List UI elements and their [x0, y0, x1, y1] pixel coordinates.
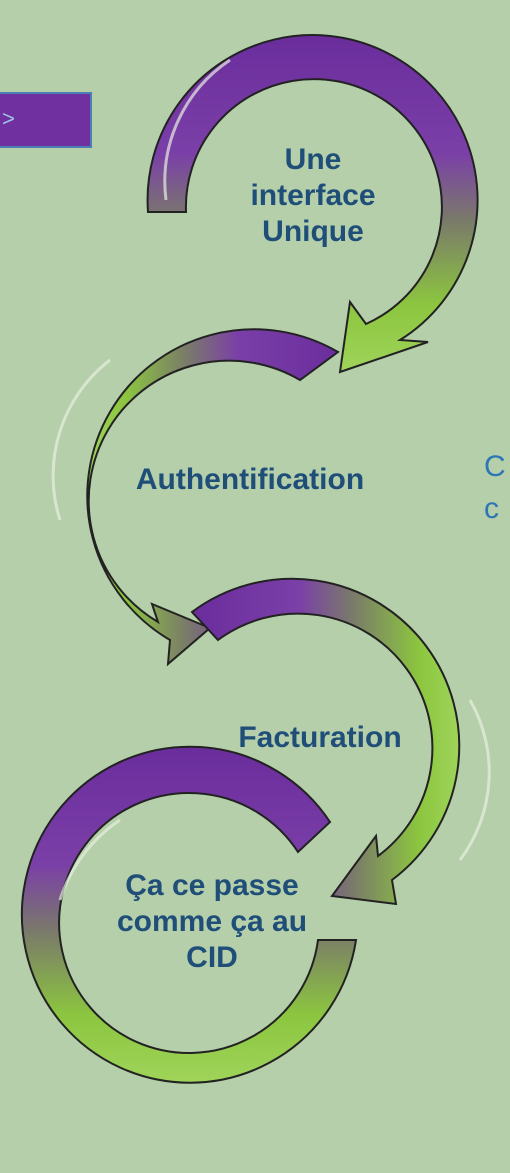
arrow-interface	[146, 34, 479, 374]
step-label-facturation: Facturation	[238, 721, 402, 754]
chevron-right-icon: >	[2, 106, 15, 131]
step-label-authentification: Authentification	[135, 463, 365, 496]
nav-tab[interactable]: >	[0, 92, 92, 148]
arrow-facturation	[190, 577, 491, 906]
cropped-side-text-2: c	[484, 492, 499, 525]
cropped-side-text-1: C	[484, 450, 506, 483]
arrow-cid	[20, 745, 358, 1084]
step-label-cid: Ça ce passe comme ça au CID	[116, 869, 308, 974]
step-label-interface: Une interface Unique	[250, 143, 376, 248]
arrow-authentification	[51, 328, 340, 667]
